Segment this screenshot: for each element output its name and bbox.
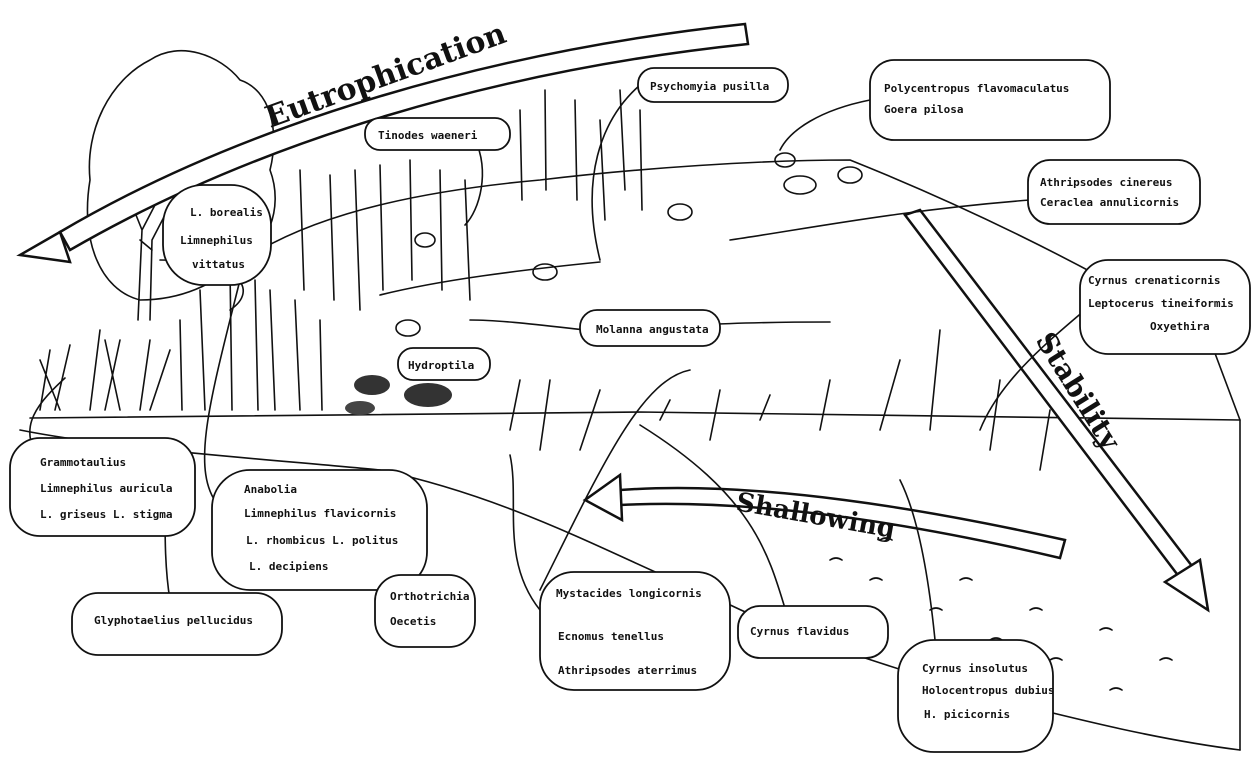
callout-molanna: Molanna angustata — [579, 309, 721, 347]
stone — [414, 232, 436, 248]
label-cyrnus-flavidus: Cyrnus flavidus — [750, 625, 849, 638]
label-athripsodes-cinereus: Athripsodes cinereus — [1040, 176, 1172, 189]
stone — [395, 319, 421, 337]
callout-psychomyia: Psychomyia pusilla — [637, 67, 789, 103]
reeds — [299, 89, 643, 311]
mid-shore — [379, 261, 601, 296]
net-case — [345, 401, 375, 415]
label-oxyethira: Oxyethira — [1150, 320, 1210, 333]
callout-cyrnus-flavidus: Cyrnus flavidus — [737, 605, 889, 659]
label-cyrnus-crenaticornis: Cyrnus crenaticornis — [1088, 274, 1220, 287]
label-limnephilus: Limnephilus — [180, 234, 253, 247]
water-surface — [29, 411, 1241, 421]
near-reeds — [179, 269, 323, 411]
stone — [783, 175, 817, 195]
label-hydroptila: Hydroptila — [408, 359, 474, 372]
callout-orthotrichia: Orthotrichia Oecetis — [374, 574, 476, 648]
label-ecnomus: Ecnomus tenellus — [558, 630, 664, 643]
water-ripples — [829, 537, 1173, 691]
label-leptocerus: Leptocerus tineiformis — [1088, 297, 1234, 310]
shallowing-arrow: Shallowing — [582, 472, 1067, 560]
label-holocentropus: Holocentropus dubius — [922, 684, 1054, 697]
label-limnephilus-flavicornis: Limnephilus flavicornis — [244, 507, 396, 520]
callout-athripsodes-cinereus: Athripsodes cinereus Ceraclea annulicorn… — [1027, 159, 1201, 225]
label-athripsodes-aterrimus: Athripsodes aterrimus — [558, 664, 697, 677]
label-orthotrichia: Orthotrichia — [390, 590, 469, 603]
label-l-borealis: L. borealis — [190, 206, 263, 219]
callout-hydroptila: Hydroptila — [397, 347, 491, 381]
callout-cyrnus-insolutus: Cyrnus insolutus Holocentropus dubius H.… — [897, 639, 1054, 753]
callout-polycentropus: Polycentropus flavomaculatus Goera pilos… — [869, 59, 1111, 141]
label-psychomyia: Psychomyia pusilla — [650, 80, 769, 93]
label-l-rhombicus-politus: L. rhombicus L. politus — [246, 534, 398, 547]
label-polycentropus: Polycentropus flavomaculatus — [884, 82, 1069, 95]
label-tinodes: Tinodes waeneri — [378, 129, 478, 142]
net-case — [404, 383, 452, 407]
label-anabolia: Anabolia — [244, 483, 297, 496]
grass — [39, 329, 171, 411]
label-goera: Goera pilosa — [884, 103, 963, 116]
label-molanna: Molanna angustata — [596, 323, 709, 336]
stone — [532, 263, 558, 281]
net-case — [354, 375, 390, 395]
label-mystacides: Mystacides longicornis — [556, 587, 702, 600]
label-glyphotaelius: Glyphotaelius pellucidus — [94, 614, 253, 627]
label-l-decipiens: L. decipiens — [249, 560, 328, 573]
label-grammotaulius: Grammotaulius — [40, 456, 126, 469]
callout-glyphotaelius: Glyphotaelius pellucidus — [71, 592, 283, 656]
tree-trunk — [129, 199, 166, 321]
label-cyrnus-insolutus: Cyrnus insolutus — [922, 662, 1028, 675]
label-l-griseus-stigma: L. griseus L. stigma — [40, 508, 172, 521]
callout-cyrnus-crenaticornis: Cyrnus crenaticornis Leptocerus tineifor… — [1079, 259, 1251, 355]
callout-limnephilus-vittatus: L. borealis Limnephilus vittatus — [162, 184, 272, 286]
callout-mystacides: Mystacides longicornis Ecnomus tenellus … — [539, 571, 731, 691]
water-plants — [509, 329, 1051, 471]
stone — [774, 152, 796, 168]
stone — [667, 203, 693, 221]
callout-grammotaulius: Grammotaulius Limnephilus auricula L. gr… — [9, 437, 196, 537]
right-bank — [1209, 339, 1241, 751]
callout-anabolia: Anabolia Limnephilus flavicornis L. rhom… — [211, 469, 428, 591]
label-h-picicornis: H. picicornis — [924, 708, 1010, 721]
label-vittatus: vittatus — [192, 258, 245, 271]
label-limnephilus-auricula: Limnephilus auricula — [40, 482, 172, 495]
stone — [837, 166, 863, 184]
callout-tinodes: Tinodes waeneri — [364, 117, 511, 151]
far-shore — [259, 159, 1211, 341]
label-oecetis: Oecetis — [390, 615, 436, 628]
label-ceraclea: Ceraclea annulicornis — [1040, 196, 1179, 209]
